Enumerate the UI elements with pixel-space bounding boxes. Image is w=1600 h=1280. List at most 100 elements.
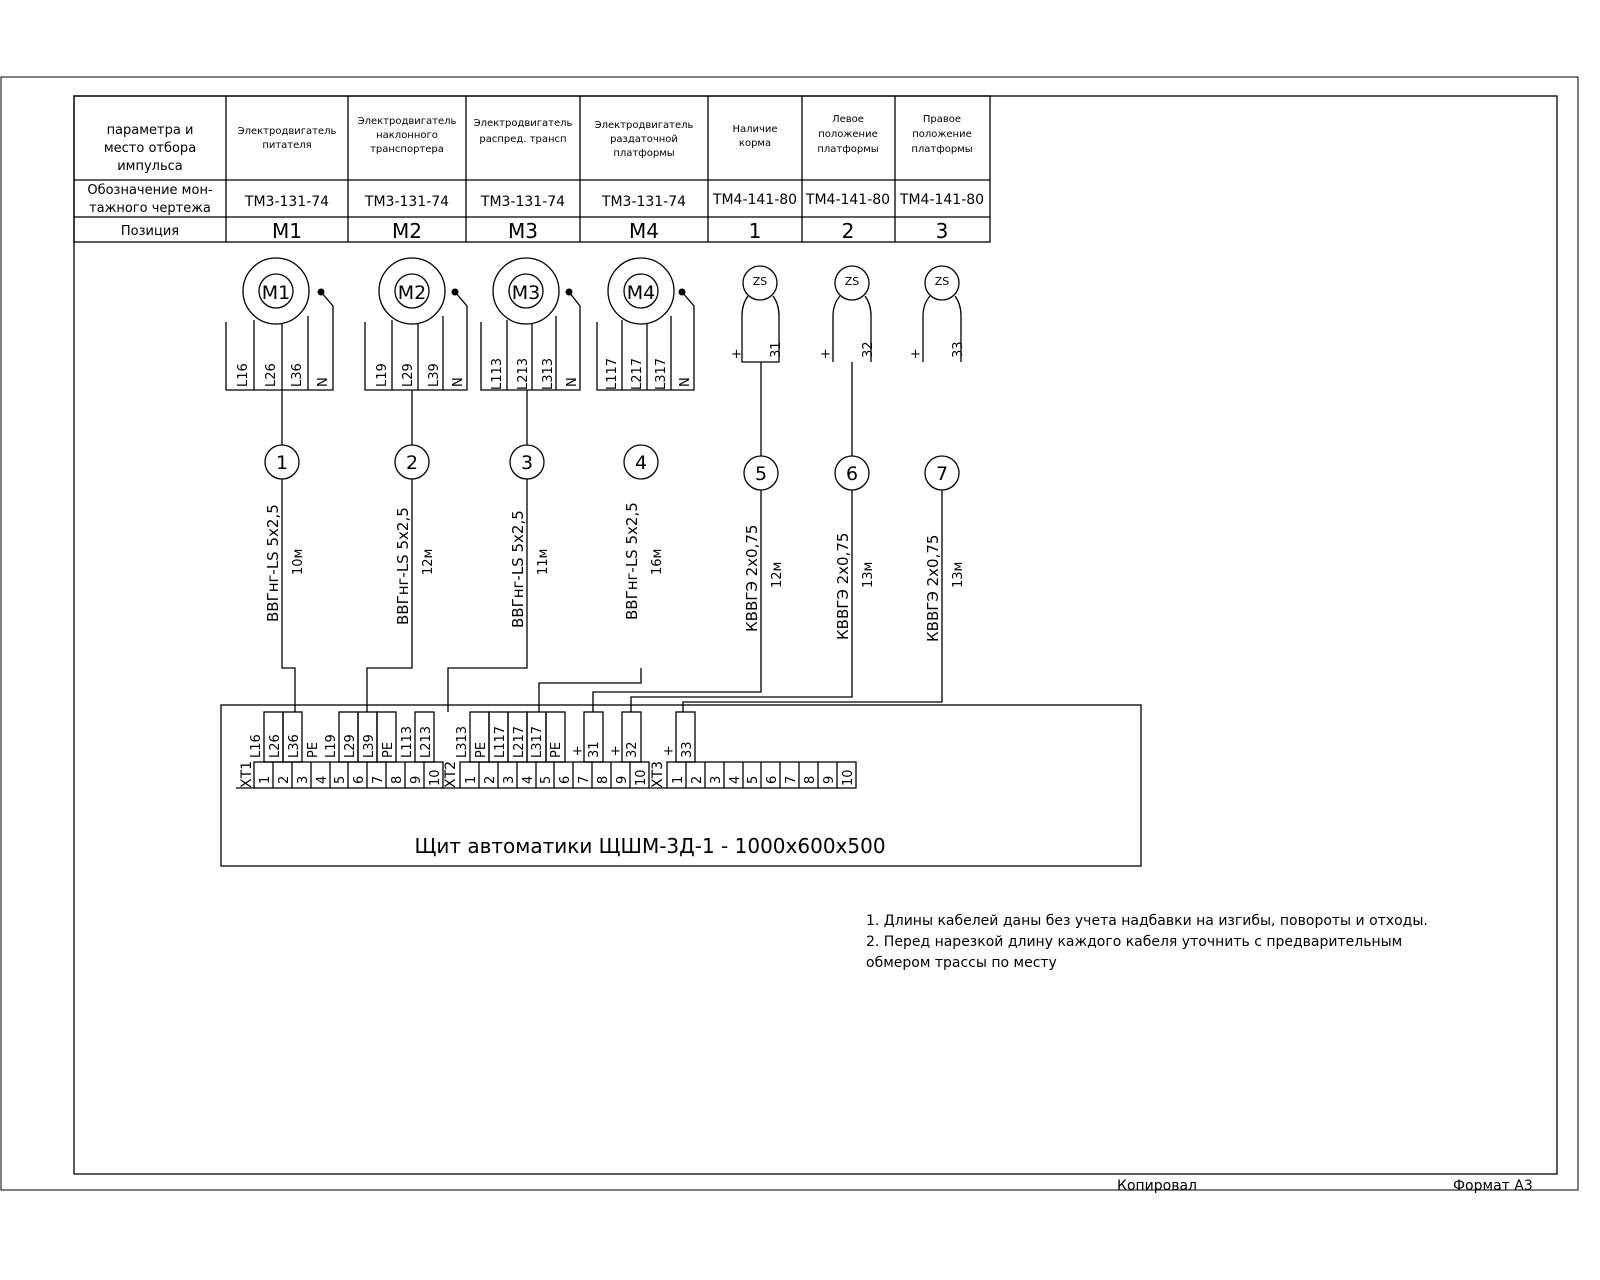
xt1-wire-9: L113 bbox=[400, 726, 415, 758]
motor-m1: М1 L16 L26 L36 N bbox=[225, 257, 334, 391]
xt2-number-5: 5 bbox=[539, 776, 554, 784]
xt1-wire-4: PE bbox=[306, 742, 321, 758]
col-6-name-line1: Левое bbox=[832, 114, 864, 125]
col-3-name-line1: Электродвигатель bbox=[474, 118, 573, 129]
motor-m2: М2 L19 L29 L39 N bbox=[364, 257, 468, 391]
motor-m4-terminal-3: L317 bbox=[654, 358, 669, 390]
col-3-name-line2: распред. трансп bbox=[479, 134, 566, 145]
terminal-block-xt2: ХТ2 1 2 3 4 5 6 7 8 9 10 L313 PE L117 bbox=[441, 711, 650, 789]
col-6-drawing: ТМ4-141-80 bbox=[805, 192, 890, 208]
xt2-wire-2: PE bbox=[474, 742, 489, 758]
motor-m1-terminal-2: L26 bbox=[264, 363, 279, 387]
cable-7-length: 13м bbox=[951, 562, 966, 588]
xt3-name: ХТ3 bbox=[650, 761, 666, 788]
xt3-wire-1: + bbox=[663, 744, 674, 759]
xt2-wire-4: L217 bbox=[512, 726, 527, 758]
col-2-drawing: ТМ3-131-74 bbox=[364, 194, 449, 210]
col-4-name-line2: раздаточной bbox=[610, 134, 678, 145]
footer: Копировал Формат А3 bbox=[1117, 1178, 1533, 1194]
sensor-2-plus: + bbox=[820, 347, 831, 362]
xt2-wire-10: 32 bbox=[625, 741, 640, 758]
row-label-drawing-line2: тажного чертежа bbox=[89, 201, 211, 216]
motor-m1-inner-circle bbox=[258, 273, 294, 309]
xt2-number-7: 7 bbox=[577, 776, 592, 784]
sensor-3-wire: 33 bbox=[951, 341, 966, 358]
col-7-name-line2: положение bbox=[912, 129, 972, 140]
xt1-number-2: 2 bbox=[277, 776, 292, 784]
col-5-position: 1 bbox=[749, 219, 762, 243]
col-7-name-line3: платформы bbox=[911, 144, 972, 155]
cable-2-length: 12м bbox=[421, 549, 436, 575]
sensor-3: ZS + 33 bbox=[910, 265, 966, 362]
motor-m3-inner-circle bbox=[508, 273, 544, 309]
xt2-number-4: 4 bbox=[521, 776, 536, 784]
col-4-name-line3: платформы bbox=[613, 148, 674, 159]
cable-7-number: 7 bbox=[936, 463, 948, 485]
cable-5: 5 КВВГЭ 2х0,75 12м bbox=[592, 362, 785, 712]
motor-m1-label: М1 bbox=[262, 282, 290, 304]
cable-1-length: 10м bbox=[291, 549, 306, 575]
sensor-1-plus: + bbox=[731, 347, 742, 362]
xt3-number-2: 2 bbox=[690, 776, 705, 784]
motor-m2-inner-circle bbox=[394, 273, 430, 309]
xt2-wire-6: PE bbox=[549, 742, 564, 758]
xt1-wire-2: L26 bbox=[268, 734, 283, 758]
xt1-number-4: 4 bbox=[315, 776, 330, 784]
xt3-number-3: 3 bbox=[709, 776, 724, 784]
motor-m4-label: М4 bbox=[627, 282, 655, 304]
sensor-2-label: ZS bbox=[845, 275, 860, 288]
cable-5-number: 5 bbox=[755, 463, 767, 485]
sensor-1-label: ZS bbox=[753, 275, 768, 288]
sensor-2: ZS + 32 bbox=[820, 265, 876, 362]
col-3-drawing: ТМ3-131-74 bbox=[480, 194, 565, 210]
xt1-wire-7: L39 bbox=[362, 734, 377, 758]
footer-copied-by: Копировал bbox=[1117, 1178, 1197, 1194]
xt1-wire-8: PE bbox=[381, 742, 396, 758]
xt1-wire-6: L29 bbox=[343, 734, 358, 758]
motor-m2-terminal-4: N bbox=[451, 377, 466, 387]
sensor-3-circle bbox=[924, 265, 960, 301]
col-2-name-line2: наклонного bbox=[376, 130, 438, 141]
col-4-name-line1: Электродвигатель bbox=[595, 120, 694, 131]
motor-m3-terminal-2: L213 bbox=[516, 358, 531, 390]
motor-m4-terminal-2: L217 bbox=[630, 358, 645, 390]
sensor-3-label: ZS bbox=[935, 275, 950, 288]
col-1-drawing: ТМ3-131-74 bbox=[244, 194, 329, 210]
cable-1-type: ВВГнг-LS 5х2,5 bbox=[264, 504, 282, 622]
cable-4-length: 16м bbox=[650, 549, 665, 575]
xt1-wire-10: L213 bbox=[419, 726, 434, 758]
motor-m4-terminal-1: L117 bbox=[605, 358, 620, 390]
row-label-position: Позиция bbox=[121, 224, 179, 239]
motor-m2-terminal-2: L29 bbox=[401, 363, 416, 387]
cable-5-type: КВВГЭ 2х0,75 bbox=[743, 525, 761, 632]
sensor-1: ZS + 31 bbox=[731, 265, 784, 363]
cable-3-length: 11м bbox=[536, 549, 551, 575]
col-7-position: 3 bbox=[936, 219, 949, 243]
xt3-number-8: 8 bbox=[803, 776, 818, 784]
col-5-drawing: ТМ4-141-80 bbox=[712, 192, 797, 208]
col-7-name-line1: Правое bbox=[923, 114, 961, 125]
terminal-block-xt3: ХТ3 1 2 3 4 5 6 7 8 9 10 + 33 bbox=[648, 711, 857, 789]
cable-1: 1 ВВГнг-LS 5х2,5 10м bbox=[264, 390, 306, 712]
xt1-number-8: 8 bbox=[390, 776, 405, 784]
col-1-position: М1 bbox=[272, 219, 302, 243]
xt3-number-6: 6 bbox=[765, 776, 780, 784]
cable-4-marker bbox=[623, 444, 659, 480]
col-6-name-line3: платформы bbox=[817, 144, 878, 155]
xt2-wire-7: + bbox=[572, 744, 583, 759]
sensor-3-plus: + bbox=[910, 347, 921, 362]
col-6-name-line2: положение bbox=[818, 129, 878, 140]
motor-m3-terminal-3: L313 bbox=[541, 358, 556, 390]
col-2-position: М2 bbox=[392, 219, 422, 243]
cable-4-type: ВВГнг-LS 5х2,5 bbox=[623, 502, 641, 620]
xt2-number-2: 2 bbox=[483, 776, 498, 784]
cable-6-type: КВВГЭ 2х0,75 bbox=[834, 533, 852, 640]
motor-m2-outer-circle bbox=[378, 257, 446, 325]
xt2-number-8: 8 bbox=[596, 776, 611, 784]
motor-m3: М3 L113 L213 L313 N bbox=[480, 257, 581, 391]
xt2-wire-1: L313 bbox=[455, 726, 470, 758]
motor-m2-terminal-1: L19 bbox=[375, 363, 390, 387]
note-1: 1. Длины кабелей даны без учета надбавки… bbox=[866, 913, 1428, 929]
row-label-param-line3: импульса bbox=[117, 159, 183, 174]
xt1-number-10: 10 bbox=[428, 769, 443, 786]
